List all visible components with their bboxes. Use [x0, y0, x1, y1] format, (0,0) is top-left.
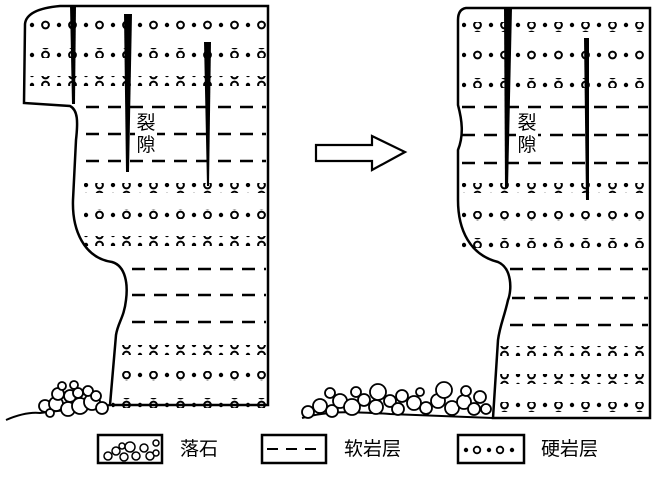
- cliff-outline-before: [22, 4, 270, 407]
- arrow-right-icon: [314, 134, 408, 172]
- rockfall-pile-after: [301, 381, 492, 419]
- crack-label-before: 裂 隙: [135, 112, 157, 157]
- legend-swatch-hard-rock: [456, 433, 526, 465]
- hard-rock-layer-middle-after: [462, 183, 648, 248]
- legend-label-soft-rock: 软岩层: [344, 438, 402, 460]
- soft-rock-layer-upper: [86, 105, 266, 163]
- soft-rock-layer-upper-after: [462, 105, 648, 165]
- hard-rock-layer-bottom: [112, 345, 266, 408]
- crack-2: [124, 14, 132, 172]
- panel-after: [301, 6, 652, 420]
- ground-before: [5, 404, 111, 421]
- crack-1: [70, 6, 76, 104]
- hard-rock-layer-upper: [28, 20, 266, 86]
- legend-swatch-soft-rock: [260, 433, 328, 465]
- cracks-before: [70, 6, 211, 186]
- crack-label-after: 裂 隙: [516, 112, 538, 157]
- cracks-after: [504, 8, 589, 200]
- crack-3: [204, 42, 211, 186]
- crack-label-char-1: 裂: [136, 112, 156, 134]
- crack-1-after: [504, 8, 512, 188]
- legend-swatch-rockfall: [96, 433, 164, 465]
- legend-label-rockfall: 落石: [180, 438, 219, 460]
- rockfall-pile-before: [38, 380, 109, 418]
- hard-rock-layer-bottom-after: [498, 346, 648, 412]
- crack-label-char-1: 裂: [517, 112, 537, 134]
- hard-rock-layer-middle: [84, 183, 266, 246]
- soft-rock-layer-lower-after: [510, 267, 648, 327]
- hard-rock-layer-upper-after: [462, 22, 648, 88]
- legend-label-hard-rock: 硬岩层: [541, 438, 599, 460]
- crack-2-after: [584, 38, 589, 200]
- crack-label-char-2: 隙: [517, 133, 537, 156]
- soft-rock-layer-lower: [132, 267, 266, 324]
- panel-before: [5, 4, 270, 421]
- crack-label-char-2: 隙: [136, 133, 156, 156]
